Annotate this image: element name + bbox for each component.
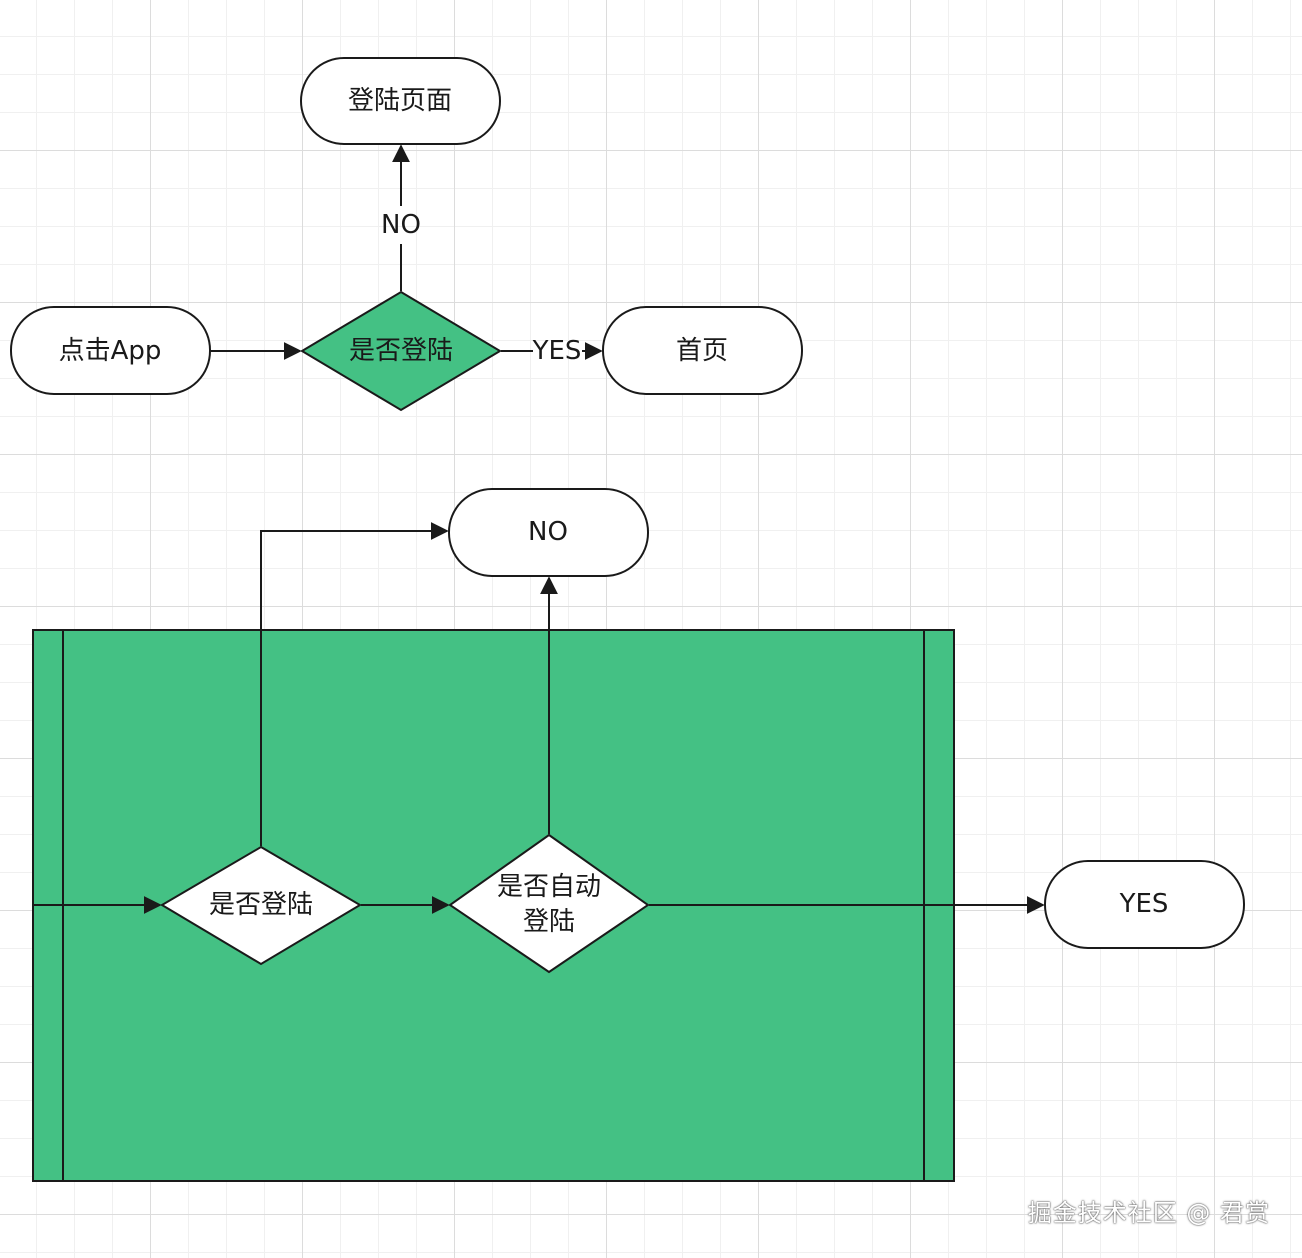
is-logged-in-label-bottom: 是否登陆: [209, 890, 313, 920]
click-app-label: 点击App: [59, 336, 162, 366]
is-logged-in-label-top: 是否登陆: [349, 336, 453, 366]
is-logged-in-decision-top[interactable]: 是否登陆: [300, 290, 502, 412]
no-node-label: NO: [528, 517, 568, 547]
edge-yes-label: YES: [532, 336, 582, 366]
login-page-label: 登陆页面: [348, 86, 452, 116]
yes-node[interactable]: YES: [1044, 860, 1245, 949]
auto-login-decision[interactable]: 是否自动 登陆: [448, 833, 650, 974]
home-label: 首页: [676, 336, 728, 366]
auto-login-label-line1: 是否自动: [497, 872, 601, 902]
yes-node-label: YES: [1119, 889, 1169, 919]
edge-decision-to-no: [260, 522, 449, 846]
watermark: 掘金技术社区 @ 君赏: [1027, 1199, 1270, 1227]
is-logged-in-decision-bottom[interactable]: 是否登陆: [160, 845, 362, 966]
home-node[interactable]: 首页: [602, 306, 803, 395]
auto-login-label-line2: 登陆: [523, 907, 575, 937]
click-app-node[interactable]: 点击App: [10, 306, 211, 395]
login-page-node[interactable]: 登陆页面: [300, 57, 501, 145]
edge-no-label: NO: [381, 210, 421, 240]
no-node[interactable]: NO: [448, 488, 649, 577]
